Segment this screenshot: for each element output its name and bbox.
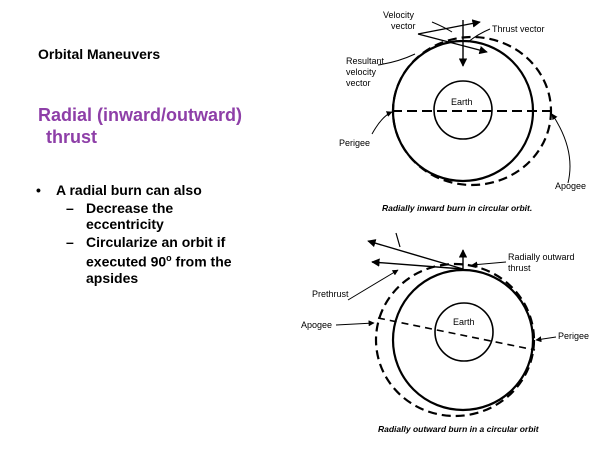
top-resultant-leader (377, 53, 416, 66)
bottom-perigee-leader (535, 336, 557, 343)
bottom-perigee-label: Perigee (558, 331, 589, 341)
bullet-dot-icon: • (36, 182, 41, 198)
top-velocity-leader (431, 21, 453, 33)
bottom-new-orbit-dashed (374, 262, 536, 418)
top-resultant-label-2: velocity (346, 67, 377, 77)
sub-bullet-2-line-2a: executed 90 (86, 253, 167, 270)
top-caption: Radially inward burn in circular orbit. (382, 203, 532, 213)
bottom-outward-leader (471, 261, 507, 268)
top-velocity-label-1: Velocity (383, 10, 415, 20)
sub-bullet-2: – Circularize an orbit if executed 90o f… (36, 234, 296, 286)
bottom-earth-label: Earth (453, 317, 475, 327)
top-thrust-label: Thrust vector (492, 24, 545, 34)
bullet-text: A radial burn can also (56, 182, 202, 198)
slide-title: Radial (inward/outward) thrust (38, 104, 288, 148)
bottom-caption: Radially outward burn in a circular orbi… (378, 424, 540, 434)
dash-icon: – (66, 200, 74, 216)
sub-bullet-1-line-2: eccentricity (86, 216, 164, 232)
top-thrust-leader (467, 28, 491, 43)
bottom-tick-mark (395, 232, 401, 248)
top-orbit-figure: Velocity vector Thrust vector Resultant … (339, 10, 586, 213)
top-perigee-label: Perigee (339, 138, 370, 148)
bottom-prethrust-arrow (371, 258, 464, 270)
sub-bullet-2-line-1: Circularize an orbit if (86, 234, 226, 250)
degree-superscript: o (166, 253, 172, 263)
bottom-outward-label-1: Radially outward (508, 252, 575, 262)
top-resultant-label-3: vector (346, 78, 371, 88)
bottom-circular-orbit (391, 268, 535, 412)
top-resultant-arrow (417, 33, 488, 55)
bottom-orbit-figure: Radially outward thrust Prethrust Apogee… (301, 232, 589, 434)
top-resultant-label-1: Resultant (346, 56, 385, 66)
sub-bullet-2-line-2: executed 90o from the (86, 250, 296, 270)
sub-bullet-1-line-1: Decrease the (86, 200, 174, 216)
bottom-earth (434, 302, 494, 362)
bottom-apogee-label: Apogee (301, 320, 332, 330)
slide-title-line-2: thrust (46, 127, 97, 147)
slide-title-line-1: Radial (inward/outward) (38, 105, 243, 125)
bottom-apsides-line (377, 317, 536, 351)
sub-bullet-2-line-3: apsides (86, 269, 139, 286)
dash-icon: – (66, 234, 74, 250)
bullet-list: • A radial burn can also – Decrease the … (36, 182, 296, 286)
sub-bullet-1: – Decrease the eccentricity (36, 200, 296, 232)
top-perigee-leader (371, 111, 393, 135)
bottom-resultant-arrow (367, 239, 464, 270)
bottom-prethrust-leader (347, 269, 399, 301)
top-velocity-label-2: vector (391, 21, 416, 31)
sub-bullet-2-line-2b: from the (171, 253, 232, 270)
top-earth-label: Earth (451, 97, 473, 107)
bottom-prethrust-label: Prethrust (312, 289, 349, 299)
slide-heading: Orbital Maneuvers (38, 46, 161, 62)
top-apogee-leader (551, 113, 571, 184)
top-velocity-arrow (417, 19, 481, 35)
bottom-apogee-leader (335, 320, 375, 327)
bottom-outward-label-2: thrust (508, 263, 531, 273)
top-apogee-label: Apogee (555, 181, 586, 191)
bullet-item: • A radial burn can also (36, 182, 296, 198)
